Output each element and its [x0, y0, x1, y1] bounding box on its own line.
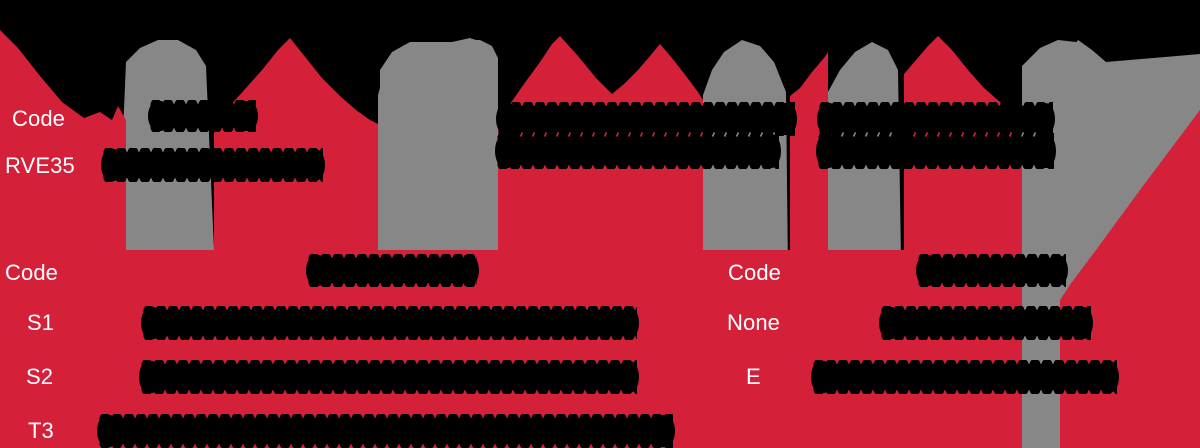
redacted-value-lower-right-none: [879, 306, 1093, 340]
redaction-cap-left: [148, 101, 164, 131]
redaction-cap-right: [309, 149, 325, 181]
label-lower-right-e: E: [746, 364, 761, 389]
redaction-cap-right: [765, 134, 781, 168]
redacted-value-upper-middle-2: [495, 133, 781, 169]
redacted-value-upper-right-2: [816, 133, 1056, 169]
redaction-cap-right: [1040, 134, 1056, 168]
redaction-cap-right: [623, 307, 639, 339]
redaction-cap-left: [139, 361, 155, 393]
redaction-cap-right: [659, 415, 675, 447]
redacted-value-lower-left-s1: [141, 306, 639, 340]
redacted-value-lower-left-t3: [97, 414, 675, 448]
redaction-cap-left: [816, 134, 832, 168]
redaction-cap-left: [141, 307, 157, 339]
redacted-value-upper-left-rve35: [101, 148, 325, 182]
gray-right-wedge: [1060, 40, 1200, 262]
redaction-cap-right: [1052, 255, 1068, 286]
label-lower-left-t3: T3: [28, 418, 54, 443]
label-lower-left-s1: S1: [27, 310, 55, 335]
redaction-cap-left: [97, 415, 113, 447]
label-lower-left-s2: S2: [26, 364, 54, 389]
redaction-cap-left: [495, 134, 511, 168]
redaction-cap-right: [242, 101, 258, 131]
label-upper-left-rve35: RVE35: [5, 153, 75, 178]
redacted-value-upper-left-code: [148, 100, 258, 132]
label-lower-right-none: None: [727, 310, 780, 335]
redaction-cap-right: [781, 103, 797, 135]
redaction-cap-left: [496, 103, 512, 135]
redaction-cap-left: [811, 361, 827, 393]
label-upper-left-code: Code: [12, 106, 65, 131]
label-lower-left-code: Code: [5, 260, 58, 285]
redacted-value-lower-right-code: [916, 254, 1068, 287]
label-lower-right-code: Code: [728, 260, 781, 285]
redacted-value-upper-middle-1: [496, 102, 797, 136]
redaction-cap-right: [463, 255, 479, 286]
redacted-value-lower-left-s2: [139, 360, 639, 394]
redacted-value-upper-right-1: [817, 102, 1055, 136]
redacted-value-lower-left-code: [306, 254, 479, 287]
redaction-cap-right: [623, 361, 639, 393]
redaction-cap-left: [879, 307, 895, 339]
redaction-cap-right: [1077, 307, 1093, 339]
redaction-cap-left: [817, 103, 833, 135]
redaction-cap-right: [1103, 361, 1119, 393]
redaction-cap-left: [916, 255, 932, 286]
redaction-cap-left: [306, 255, 322, 286]
gray-left-wedge: [380, 38, 498, 242]
redaction-cap-left: [101, 149, 117, 181]
redacted-value-lower-right-e: [811, 360, 1119, 394]
redaction-cap-right: [1039, 103, 1055, 135]
